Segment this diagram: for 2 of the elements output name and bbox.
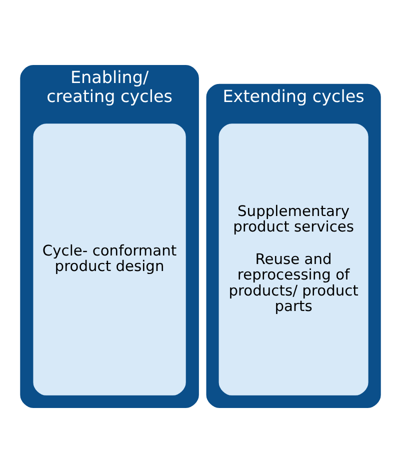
node-box: Cycle- conformant product design xyxy=(33,123,186,395)
node-box: Supplementary product services Reuse and reprocessing of products/ product parts xyxy=(218,123,368,395)
